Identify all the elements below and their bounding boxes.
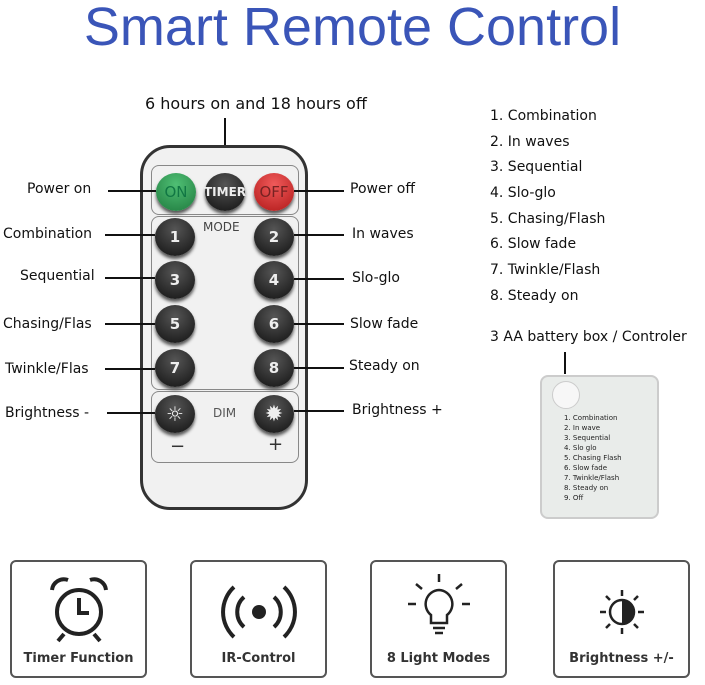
label-in-waves: In waves xyxy=(352,226,414,242)
feature-timer: Timer Function xyxy=(10,560,147,678)
label-combination: Combination xyxy=(3,226,93,242)
printed-item: 9. Off xyxy=(564,494,584,502)
label-brightness-plus: Brightness + xyxy=(352,402,443,418)
timer-note: 6 hours on and 18 hours off xyxy=(145,94,367,113)
mode-list-item: 8. Steady on xyxy=(490,288,579,304)
leader-line xyxy=(294,367,344,369)
mode-4-button[interactable]: 4 xyxy=(254,261,294,299)
leader-line xyxy=(108,190,156,192)
leader-line xyxy=(105,323,155,325)
timer-button[interactable]: TIMER xyxy=(204,173,246,211)
feature-caption: 8 Light Modes xyxy=(386,651,491,666)
label-slow-fade: Slow fade xyxy=(350,316,419,332)
mode-2-button[interactable]: 2 xyxy=(254,218,294,256)
feature-brightness: Brightness +/- xyxy=(553,560,690,678)
page-title: Smart Remote Control xyxy=(83,0,622,57)
minus-label: − xyxy=(170,436,186,457)
mode-list-item: 3. Sequential xyxy=(490,159,583,175)
brightness-down-button[interactable]: ☼ xyxy=(155,395,195,433)
mode-7-button[interactable]: 7 xyxy=(155,349,195,387)
label-power-off: Power off xyxy=(350,181,415,197)
printed-item: 2. In wave xyxy=(564,424,601,432)
label-slo-glo: Slo-glo xyxy=(352,270,400,286)
mode-list-item: 6. Slow fade xyxy=(490,236,577,252)
mode-3-button[interactable]: 3 xyxy=(155,261,195,299)
remote-control: ON TIMER OFF MODE 1 2 3 4 5 6 7 8 ☼ ✹ DI… xyxy=(140,145,308,510)
printed-item: 4. Slo glo xyxy=(564,444,597,452)
off-button[interactable]: OFF xyxy=(254,173,294,211)
feature-ir: IR-Control xyxy=(190,560,327,678)
label-sequential: Sequential xyxy=(20,268,95,284)
plus-label: + xyxy=(268,434,284,455)
leader-line xyxy=(105,234,155,236)
feature-caption: IR-Control xyxy=(221,651,296,666)
sun-dim-icon: ☼ xyxy=(166,402,184,426)
leader-line xyxy=(294,190,344,192)
printed-item: 6. Slow fade xyxy=(564,464,608,472)
mode-6-button[interactable]: 6 xyxy=(254,305,294,343)
leader-line xyxy=(294,278,344,280)
dim-label: DIM xyxy=(213,406,237,420)
mode-5-button[interactable]: 5 xyxy=(155,305,195,343)
mode-list-item: 7. Twinkle/Flash xyxy=(490,262,601,278)
mode-8-button[interactable]: 8 xyxy=(254,349,294,387)
feature-caption: Timer Function xyxy=(23,651,134,666)
mode-list-item: 1. Combination xyxy=(490,108,597,124)
mode-1-button[interactable]: 1 xyxy=(155,218,195,256)
label-power-on: Power on xyxy=(27,181,92,197)
leader-line xyxy=(105,368,155,370)
label-chasing: Chasing/Flas xyxy=(3,316,92,332)
battery-box-label: 3 AA battery box / Controler xyxy=(490,329,687,345)
label-steady-on: Steady on xyxy=(349,358,420,374)
on-button[interactable]: ON xyxy=(156,173,196,211)
battery-printed-list: 1. Combination 2. In wave 3. Sequential … xyxy=(564,413,622,503)
printed-item: 3. Sequential xyxy=(564,434,611,442)
leader-line xyxy=(294,410,344,412)
brightness-up-button[interactable]: ✹ xyxy=(254,395,294,433)
leader-line xyxy=(105,277,155,279)
sun-bright-icon: ✹ xyxy=(264,401,284,427)
leader-line xyxy=(294,234,344,236)
printed-item: 8. Steady on xyxy=(564,484,609,492)
brightness-icon xyxy=(599,590,644,634)
leader-line xyxy=(294,323,344,325)
mode-list-item: 2. In waves xyxy=(490,134,570,150)
mode-label: MODE xyxy=(203,220,240,234)
light-bulb-icon xyxy=(407,574,470,635)
mode-list-item: 5. Chasing/Flash xyxy=(490,211,606,227)
leader-line xyxy=(107,412,155,414)
feature-caption: Brightness +/- xyxy=(569,651,674,666)
mode-panel xyxy=(151,216,299,390)
printed-item: 1. Combination xyxy=(564,414,618,422)
battery-box-image: 1. Combination 2. In wave 3. Sequential … xyxy=(540,375,659,519)
label-twinkle: Twinkle/Flas xyxy=(5,361,89,377)
button-icon xyxy=(552,381,580,409)
label-brightness-minus: Brightness - xyxy=(5,405,90,421)
printed-item: 7. Twinkle/Flash xyxy=(564,474,620,482)
mode-list-item: 4. Slo-glo xyxy=(490,185,556,201)
ir-signal-icon xyxy=(220,585,297,639)
leader-line xyxy=(564,352,566,374)
alarm-clock-icon xyxy=(49,577,108,643)
leader-line xyxy=(224,118,226,163)
feature-light-modes: 8 Light Modes xyxy=(370,560,507,678)
printed-item: 5. Chasing Flash xyxy=(564,454,622,462)
dim-panel xyxy=(151,391,299,463)
